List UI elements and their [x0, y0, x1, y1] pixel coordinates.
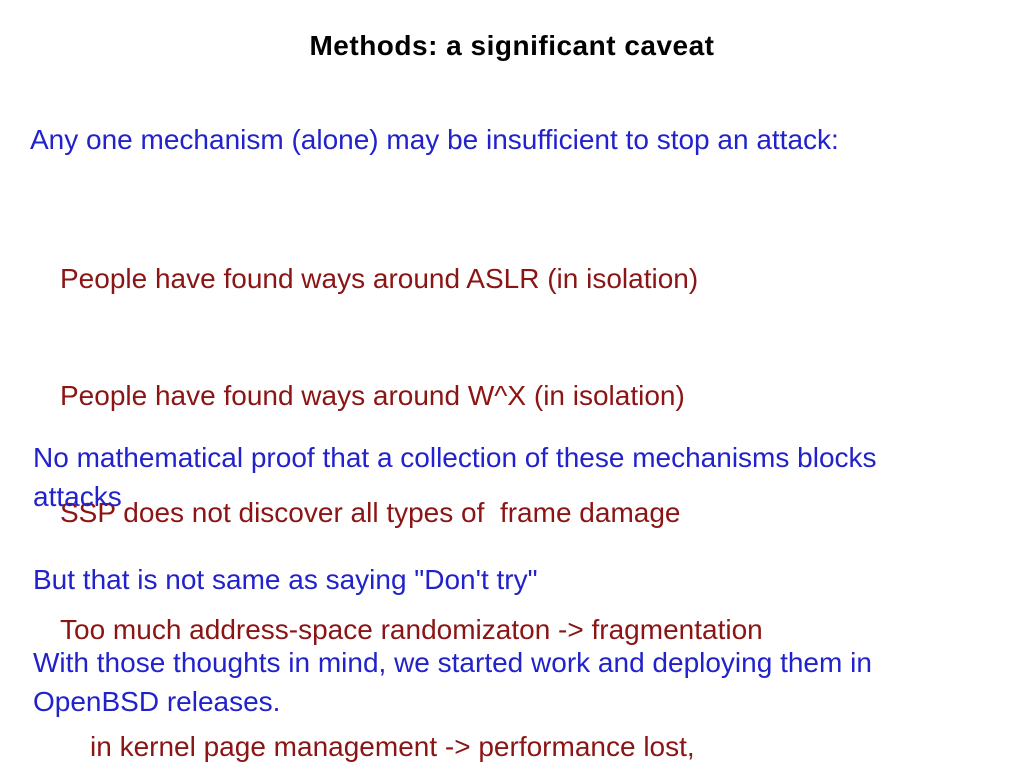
paragraph-dont-try: But that is not same as saying "Don't tr…	[33, 564, 538, 595]
slide-title: Methods: a significant caveat	[309, 30, 715, 61]
caveat-list: People have found ways around ASLR (in i…	[60, 181, 763, 768]
caveat-item-kernel-page: in kernel page management -> performance…	[90, 731, 695, 762]
caveat-item-randomization: Too much address-space randomizaton -> f…	[60, 614, 763, 645]
caveat-item-wxorx: People have found ways around W^X (in is…	[60, 380, 685, 411]
paragraph-openbsd-deploy: With those thoughts in mind, we started …	[33, 647, 880, 717]
paragraph-no-proof: No mathematical proof that a collection …	[33, 442, 885, 512]
caveat-item-ssp: SSP does not discover all types of frame…	[60, 497, 681, 528]
intro-statement: Any one mechanism (alone) may be insuffi…	[30, 124, 839, 155]
caveat-item-aslr: People have found ways around ASLR (in i…	[60, 263, 699, 294]
